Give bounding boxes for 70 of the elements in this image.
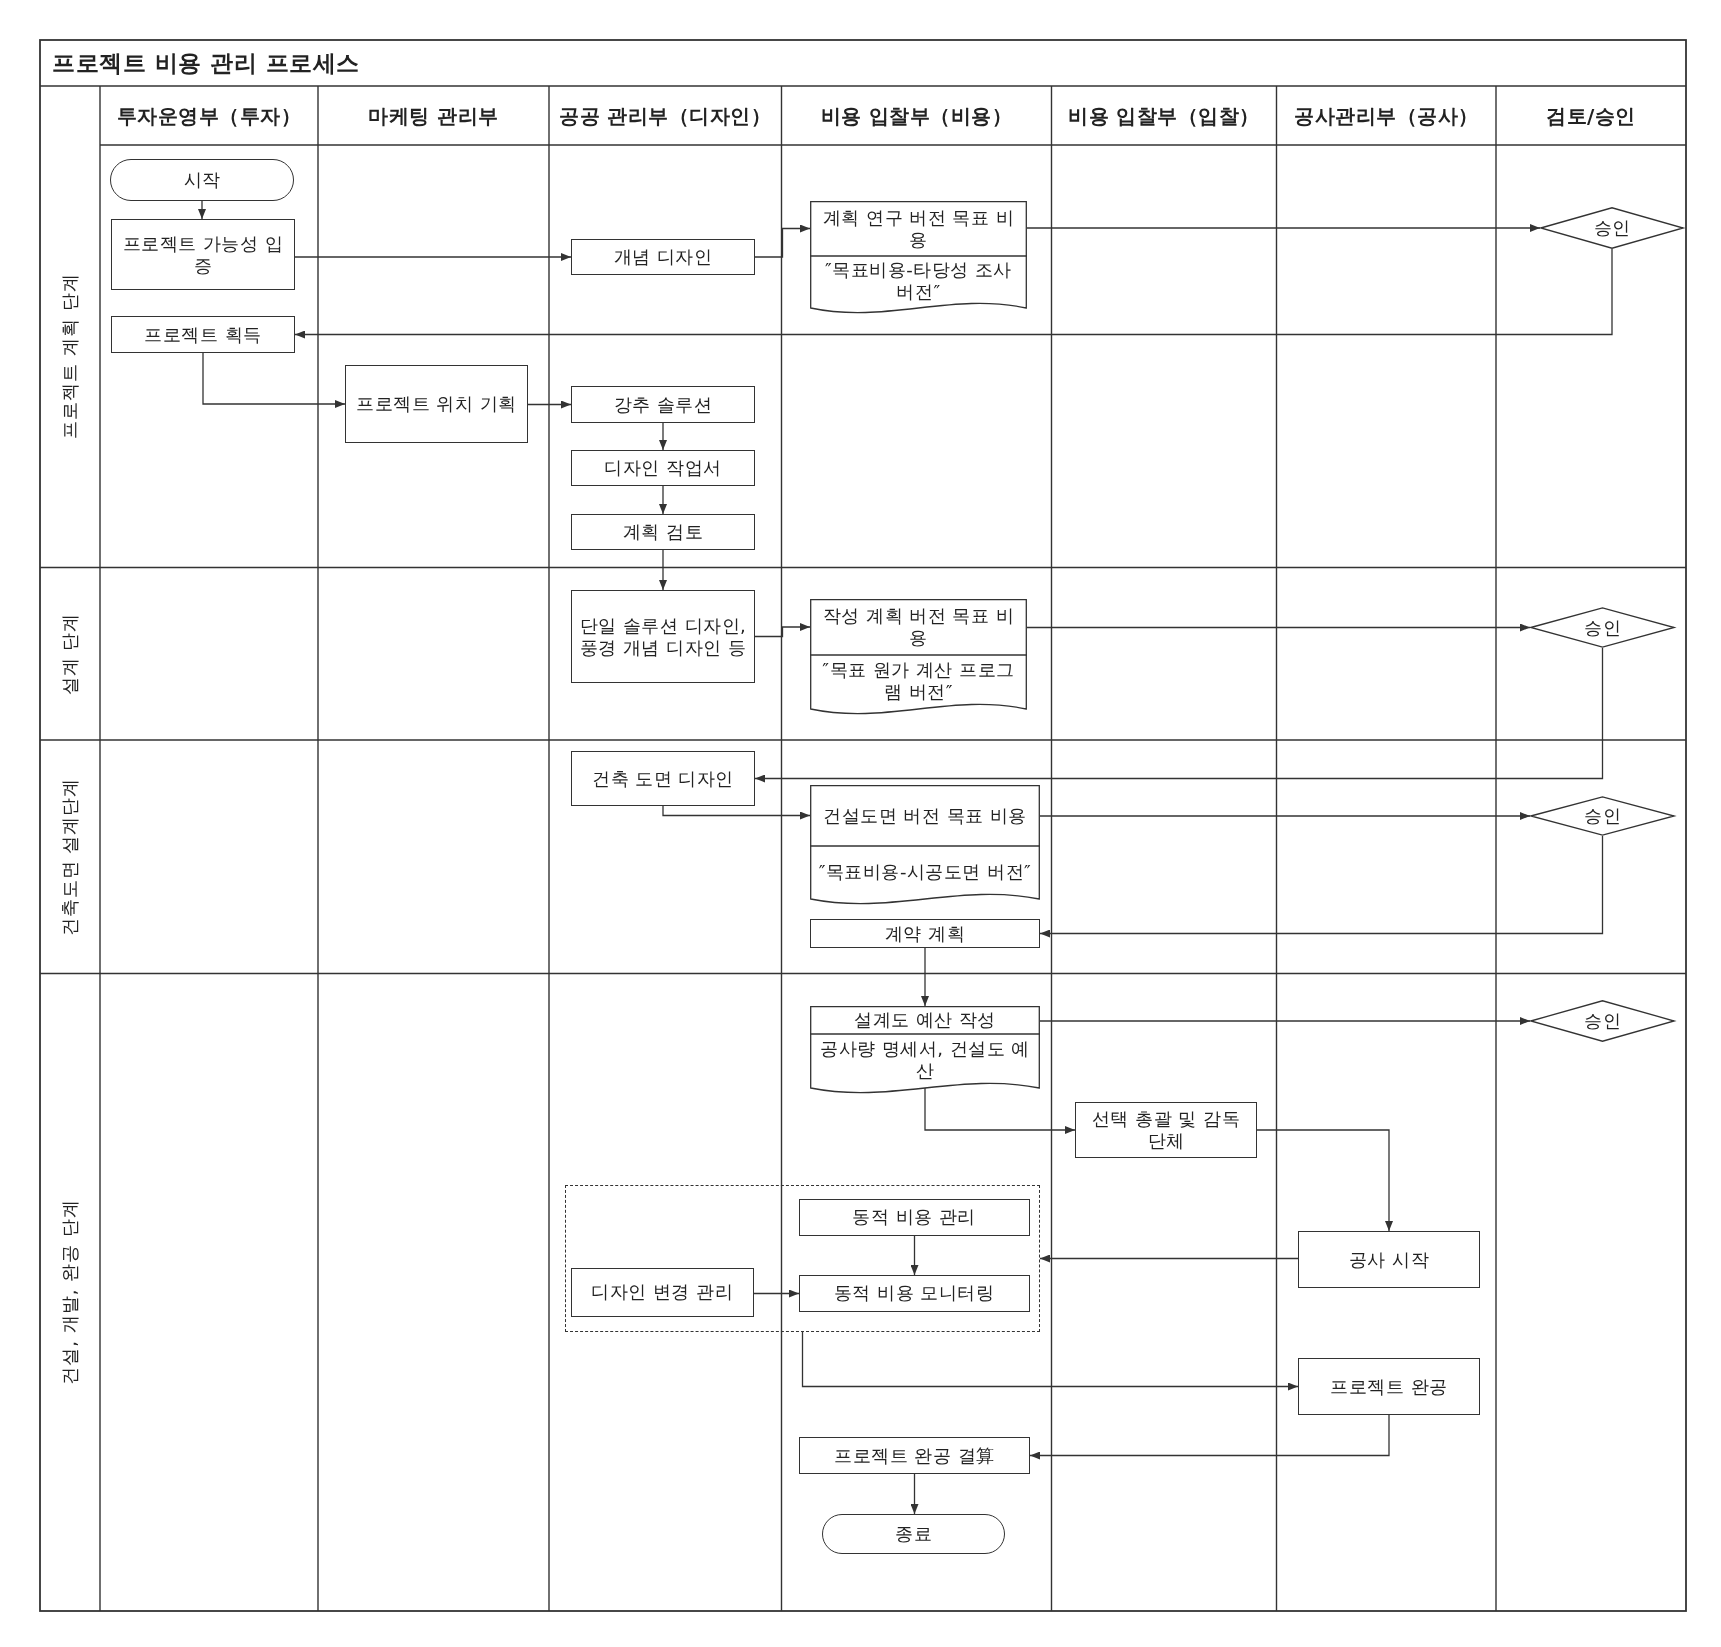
document-text: ″목표 원가 계산 프로그램 버전″ bbox=[821, 659, 1016, 703]
arrow bbox=[659, 485, 667, 515]
process-box: 공사 시작 bbox=[1298, 1231, 1480, 1288]
decision-diamond: 승인 bbox=[1530, 607, 1675, 648]
lane-header: 투자운영부（투자） bbox=[116, 103, 302, 128]
phase-label: 설계 단계 bbox=[59, 612, 81, 696]
diagram-title: 프로젝트 비용 관리 프로세스 bbox=[52, 49, 360, 77]
arrow bbox=[198, 200, 206, 220]
process-box: 동적 비용 관리 bbox=[798, 1198, 1030, 1236]
arrow bbox=[924, 1087, 1076, 1134]
lane-header: 비용 입찰부（입찰） bbox=[1068, 103, 1260, 128]
arrow bbox=[753, 1289, 800, 1298]
process-box: 계획 검토 bbox=[571, 514, 755, 550]
arrow bbox=[1039, 1254, 1299, 1263]
process-box: 건축 도면 디자인 bbox=[571, 751, 755, 806]
document-text: 공사량 명세서, 건설도 예산 bbox=[819, 1038, 1031, 1082]
process-box: 프로젝트 가능성 입증 bbox=[111, 219, 295, 290]
document-title: 건설도면 버전 목표 비용 bbox=[823, 804, 1027, 827]
arrow bbox=[910, 1473, 919, 1515]
process-box: 선택 총괄 및 감독 단체 bbox=[1075, 1102, 1257, 1158]
process-box: 디자인 변경 관리 bbox=[570, 1267, 754, 1317]
arrow bbox=[1026, 623, 1531, 632]
process-box: 단일 솔루션 디자인, 풍경 개념 디자인 등 bbox=[571, 590, 755, 683]
document-title: 계획 연구 버전 목표 비용 bbox=[821, 206, 1016, 251]
arrow bbox=[1029, 1414, 1390, 1460]
decision-diamond: 승인 bbox=[1530, 1000, 1675, 1042]
arrow bbox=[659, 549, 667, 591]
process-box: 프로젝트 완공 bbox=[1298, 1358, 1480, 1415]
arrow bbox=[754, 647, 1604, 783]
phase-label: 건축도면 설계단계 bbox=[59, 777, 81, 937]
process-box: 프로젝트 획득 bbox=[111, 316, 295, 353]
arrow bbox=[1039, 812, 1531, 820]
lane-header: 마케팅 관리부 bbox=[368, 103, 499, 128]
arrow bbox=[659, 422, 667, 451]
process-box: 디자인 작업서 bbox=[571, 450, 755, 486]
terminal-box: 종료 bbox=[822, 1514, 1005, 1554]
process-box: 프로젝트 위치 기획 bbox=[345, 365, 528, 443]
document-text: ″목표비용-타당성 조사 버전″ bbox=[824, 259, 1013, 303]
arrow bbox=[294, 248, 1613, 339]
decision-diamond: 승인 bbox=[1530, 796, 1675, 836]
lane-header: 비용 입찰부（비용） bbox=[820, 103, 1013, 128]
arrow bbox=[527, 400, 572, 409]
document-title: 설계도 예산 작성 bbox=[854, 1009, 996, 1031]
process-box: 동적 비용 모니터링 bbox=[798, 1274, 1030, 1312]
lane-header: 검토/승인 bbox=[1546, 103, 1636, 128]
arrow bbox=[202, 352, 346, 408]
document-title: 작성 계획 버전 목표 비용 bbox=[821, 605, 1016, 649]
arrow bbox=[1039, 1017, 1531, 1025]
decision-diamond: 승인 bbox=[1540, 207, 1684, 249]
arrow bbox=[1026, 224, 1541, 232]
arrow bbox=[1256, 1129, 1393, 1232]
process-box: 개념 디자인 bbox=[571, 239, 755, 275]
arrow bbox=[754, 224, 811, 258]
arrow bbox=[754, 623, 811, 638]
process-box: 계약 계획 bbox=[810, 919, 1040, 948]
phase-label: 건설, 개발, 완공 단계 bbox=[59, 1199, 81, 1386]
arrow bbox=[910, 1235, 919, 1276]
arrow bbox=[662, 805, 811, 820]
arrow bbox=[294, 253, 572, 261]
terminal-box: 시작 bbox=[110, 159, 294, 201]
process-box: 프로젝트 완공 결算 bbox=[799, 1437, 1030, 1474]
arrow bbox=[1039, 835, 1604, 938]
arrow bbox=[801, 1331, 1299, 1391]
lane-header: 공사관리부（공사） bbox=[1294, 103, 1479, 128]
arrow bbox=[921, 947, 929, 1007]
group-frame bbox=[565, 1185, 1040, 1332]
phase-label: 프로젝트 계획 단계 bbox=[59, 273, 81, 439]
document-text: ″목표비용-시공도면 버전″ bbox=[818, 860, 1032, 883]
process-box: 강추 솔루션 bbox=[571, 386, 755, 423]
lane-header: 공공 관리부（디자인） bbox=[559, 103, 772, 128]
